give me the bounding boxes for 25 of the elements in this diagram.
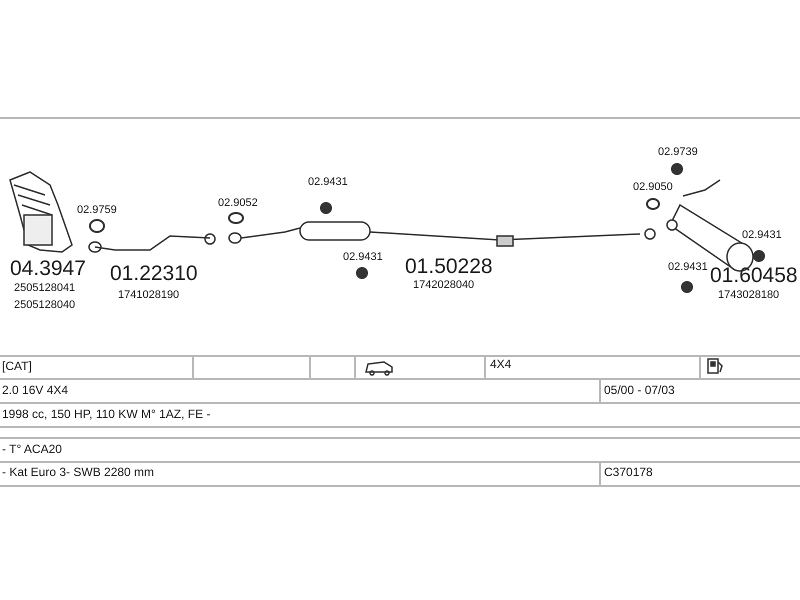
part-number: 02.9050 [633, 182, 673, 193]
engine-spec-text: 1998 cc, 150 HP, 110 KW M° 1AZ, FE - [2, 408, 210, 420]
type-code-text: - T° ACA20 [2, 443, 62, 455]
emission-spec-text: - Kat Euro 3- SWB 2280 mm [2, 466, 154, 478]
oem-number: 1741028190 [118, 290, 180, 301]
oem-number: 1742028040 [413, 280, 474, 291]
engine-spec-text: 2.0 16V 4X4 [2, 384, 68, 396]
part-number: 02.9431 [668, 262, 708, 273]
part-number: 01.22310 [110, 263, 198, 284]
oem-number: 1743028180 [718, 290, 780, 301]
part-number: 02.9739 [658, 147, 698, 158]
catalog-number-text: C370178 [604, 466, 653, 478]
part-number: 02.9431 [343, 252, 383, 263]
oem-number: 2505128040 [14, 300, 76, 311]
part-number: 02.9431 [308, 177, 348, 188]
part-number: 01.50228 [405, 256, 493, 277]
part-number: 02.9052 [218, 198, 258, 209]
part-number: 01.60458 [710, 265, 798, 286]
vehicle-model-text: [CAT] [2, 360, 32, 372]
part-number: 02.9431 [742, 230, 782, 241]
part-number: 02.9759 [77, 205, 117, 216]
part-number: 04.3947 [10, 258, 86, 279]
date-range-text: 05/00 - 07/03 [604, 384, 675, 396]
oem-number: 2505128041 [14, 283, 76, 294]
drive-type-text: 4X4 [490, 358, 512, 370]
